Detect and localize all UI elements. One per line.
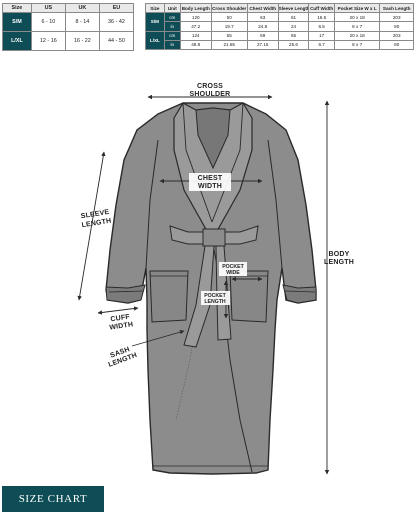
- pocket-wide-label-bg: [219, 262, 247, 276]
- column-header: Cross Shoulder: [210, 2, 248, 14]
- table-cell: 6 - 10: [30, 12, 66, 32]
- table-header-row: Size Unit Body Length Cross Shoulder Che…: [145, 2, 414, 14]
- size-conversion-table: Size US UK EU S/M 6 - 10 8 - 14 36 - 42 …: [2, 3, 135, 51]
- table-cell: 20 x 18: [333, 30, 381, 41]
- chest-width-label: WIDTH: [198, 183, 222, 190]
- size-cell: S/M: [145, 12, 165, 32]
- pocket-wide-label: WIDE: [226, 270, 240, 276]
- chest-width-label-bg: [189, 173, 231, 191]
- belt-tail-left: [183, 245, 215, 348]
- cuff-width-label: CUFF: [110, 314, 131, 324]
- cross-shoulder-label: CROSS: [197, 83, 223, 90]
- belt-knot: [202, 228, 226, 247]
- unit-cell: cm: [163, 30, 181, 41]
- sleeve-length-label: LENGTH: [81, 218, 112, 230]
- cuff-width-label: WIDTH: [109, 321, 134, 331]
- table-row: L/XL 12 - 16 16 - 22 44 - 50: [2, 31, 135, 51]
- measurement-table: Size Unit Body Length Cross Shoulder Che…: [145, 2, 414, 50]
- table-cell: 17: [308, 30, 335, 41]
- table-cell: 21.65: [210, 39, 248, 50]
- sash-length-arrow: [131, 329, 185, 347]
- pocket-length-label: LENGTH: [204, 299, 226, 305]
- table-cell: 80: [379, 39, 414, 50]
- cross-shoulder-label: SHOULDER: [190, 91, 231, 98]
- table-row: in 48.8 21.65 27.15 25.6 6.7 8 x 7 80: [146, 39, 414, 50]
- size-cell: S/M: [2, 12, 32, 32]
- chest-width-label: CHEST: [198, 175, 223, 182]
- robe-illustration: [105, 102, 317, 475]
- table-row: L/XL cm 124 55 69 65 17 20 x 18 203: [145, 30, 414, 50]
- pocket-length-label-bg: [201, 291, 230, 305]
- size-cell: L/XL: [2, 31, 32, 51]
- column-header: Cuff Width: [308, 2, 335, 14]
- sleeve-length-label: SLEEVE: [80, 209, 110, 220]
- table-cell: 203: [379, 30, 414, 41]
- table-cell: 8 x 7: [333, 39, 381, 50]
- body-length-label: BODY: [328, 251, 349, 258]
- column-header: Pocket Size W x L: [333, 2, 381, 14]
- size-chart-badge: SIZE CHART: [2, 486, 104, 512]
- table-cell: 55: [210, 30, 248, 41]
- table-header-row: Size US UK EU: [2, 3, 135, 13]
- pocket-wide-label: POCKET: [222, 264, 244, 270]
- column-header: Unit: [163, 2, 181, 14]
- left-sleeve-seam: [145, 139, 159, 269]
- left-cuff: [105, 284, 146, 304]
- left-pocket: [149, 270, 189, 323]
- table-cell: 12 - 16: [30, 31, 66, 51]
- column-header: Sash Length: [379, 2, 414, 14]
- right-cuff: [282, 284, 317, 304]
- unit-cell: in: [163, 39, 181, 50]
- table-cell: 6.7: [308, 39, 335, 50]
- right-pocket: [229, 270, 269, 323]
- right-sleeve-seam: [267, 139, 283, 269]
- table-cell: 44 - 50: [98, 31, 135, 51]
- sleeve-length-arrow: [77, 151, 106, 301]
- body-length-label: LENGTH: [324, 259, 354, 266]
- pocket-length-label: POCKET: [204, 293, 226, 299]
- size-cell: L/XL: [145, 30, 165, 50]
- measurement-arrows: [77, 94, 330, 475]
- cuff-width-arrow: [97, 306, 139, 315]
- neck-opening: [195, 107, 231, 170]
- table-row: S/M 6 - 10 8 - 14 36 - 42: [2, 12, 135, 32]
